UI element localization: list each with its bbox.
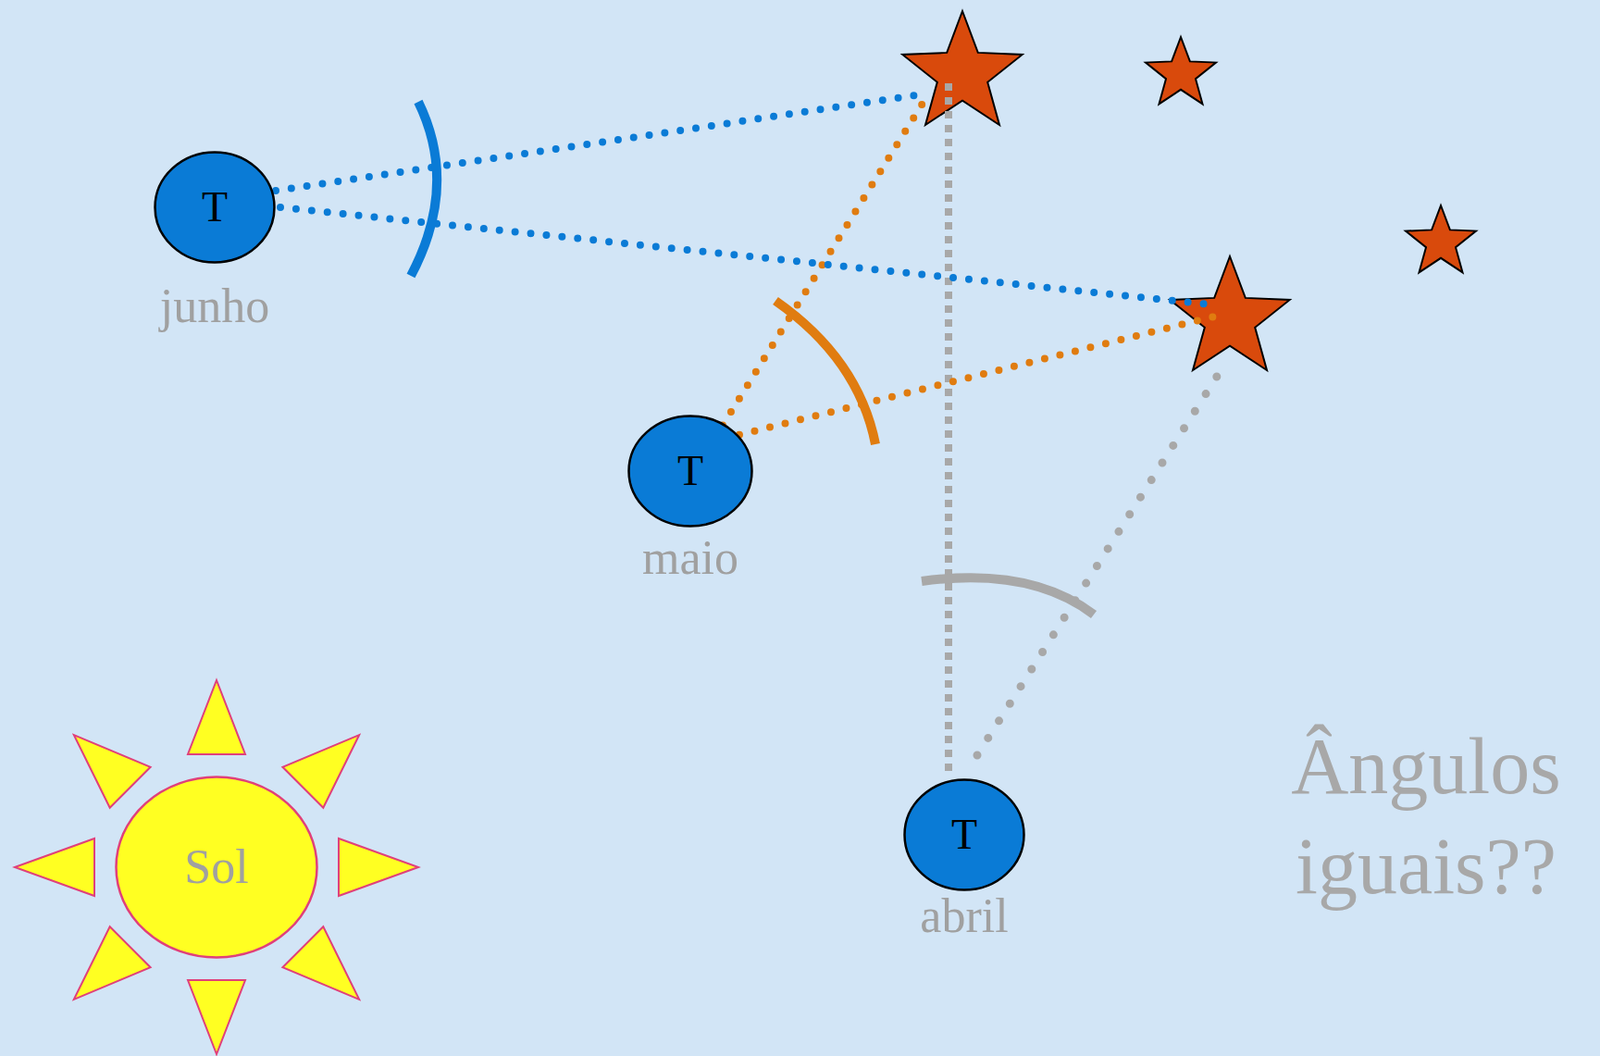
circle-shape bbox=[155, 152, 275, 263]
star bbox=[1145, 37, 1216, 104]
angle-arc bbox=[921, 577, 1094, 615]
sun-ray bbox=[338, 838, 419, 896]
angle-arc bbox=[775, 300, 876, 445]
angle-arc bbox=[410, 101, 437, 276]
sun-ray bbox=[74, 734, 151, 808]
circle-shape bbox=[116, 777, 318, 958]
sun-ray bbox=[187, 979, 246, 1055]
circle-shape bbox=[905, 780, 1025, 891]
sun-ray bbox=[282, 926, 360, 1000]
sight-line bbox=[275, 93, 929, 191]
sun-ray bbox=[74, 926, 151, 1000]
node-text: T bbox=[677, 449, 704, 493]
sight-line bbox=[944, 83, 953, 778]
month-label: junho bbox=[160, 282, 270, 331]
sight-line bbox=[977, 372, 1220, 756]
earth-circle: Tjunho bbox=[153, 150, 276, 264]
sun-circle: Sol bbox=[114, 775, 319, 959]
star bbox=[1169, 256, 1290, 371]
month-label: abril bbox=[919, 892, 1008, 941]
month-label: maio bbox=[642, 533, 739, 583]
circle-shape bbox=[629, 416, 753, 527]
question-note: Ângulos iguais?? bbox=[1259, 717, 1593, 917]
sun-rays bbox=[14, 680, 419, 1055]
sun-ray bbox=[187, 680, 246, 755]
sight-line bbox=[708, 316, 1215, 443]
node-text: T bbox=[951, 813, 978, 856]
earth-circle: Tabril bbox=[903, 778, 1026, 892]
sun-ray bbox=[282, 734, 360, 808]
star bbox=[1405, 205, 1476, 273]
node-text: Sol bbox=[184, 843, 249, 892]
sun-ray bbox=[14, 838, 95, 896]
earth-circle: Tmaio bbox=[627, 414, 754, 528]
node-text: T bbox=[201, 186, 228, 229]
stars bbox=[902, 11, 1476, 371]
